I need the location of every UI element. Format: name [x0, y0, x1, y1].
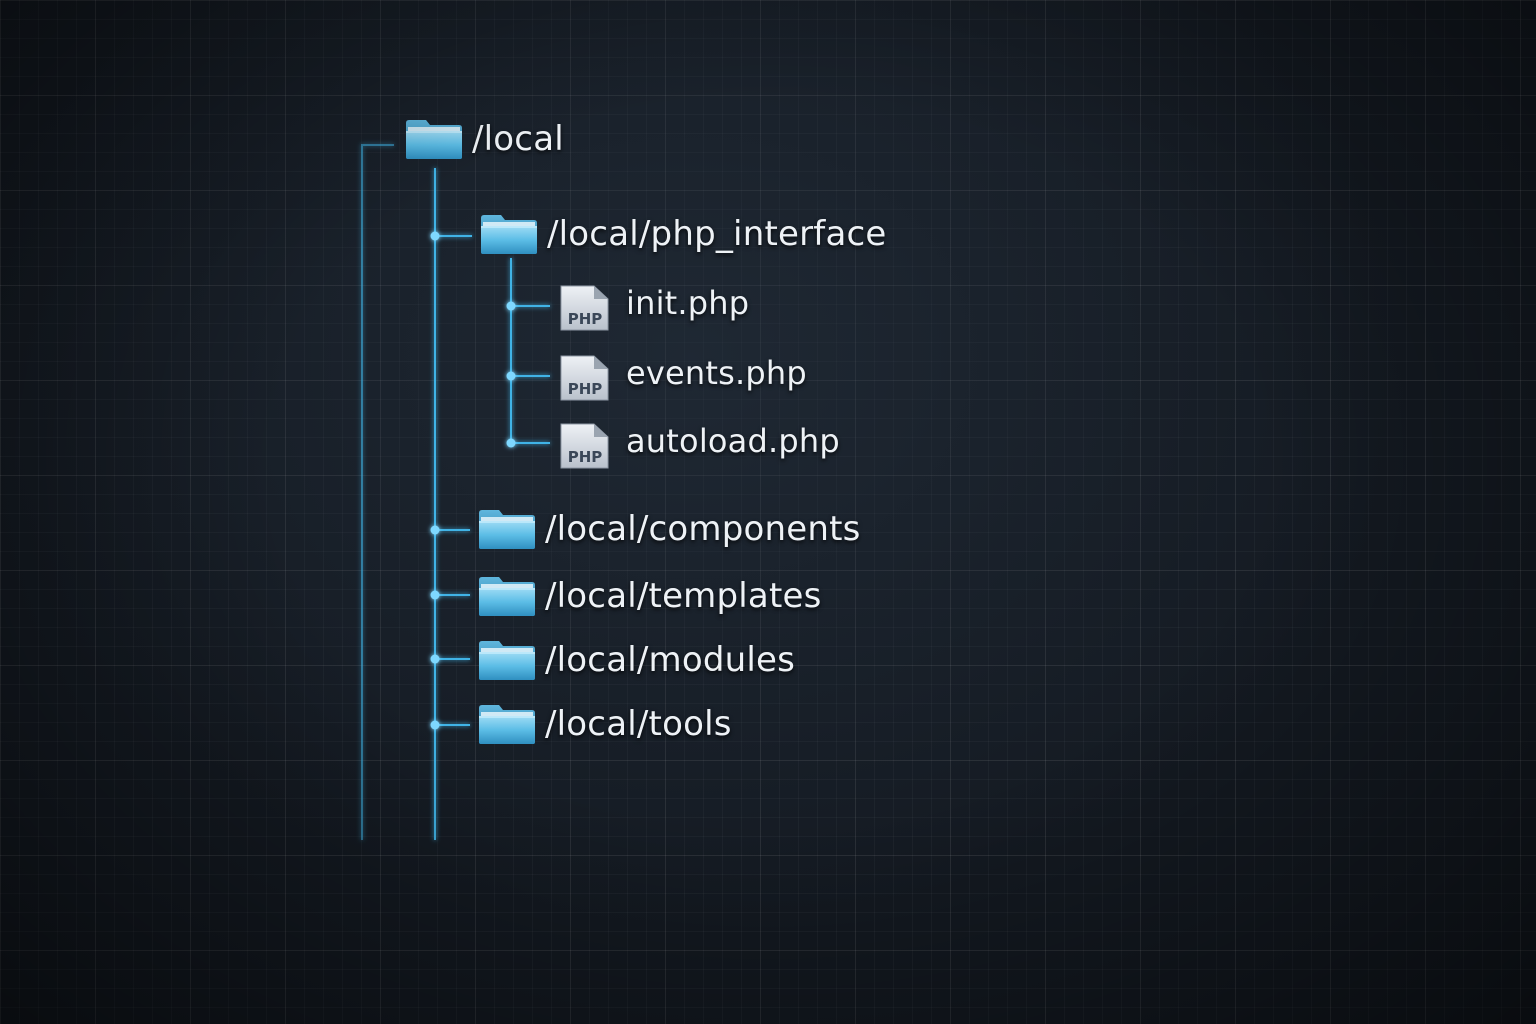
- tree-node-root[interactable]: /local: [404, 117, 564, 161]
- folder-icon: [404, 117, 464, 161]
- junction-dot: [506, 371, 516, 381]
- tree-node-label: /local/templates: [545, 576, 822, 616]
- tree-node-label: /local/tools: [545, 704, 732, 744]
- junction-dot: [430, 231, 440, 241]
- tree-file-autoload[interactable]: PHP autoload.php: [558, 422, 840, 470]
- junction-dot: [506, 438, 516, 448]
- junction-dot: [430, 654, 440, 664]
- folder-icon: [477, 507, 537, 551]
- folder-icon: [477, 638, 537, 682]
- junction-dot: [430, 590, 440, 600]
- root-bracket-line: [361, 144, 394, 840]
- tree-node-label: /local/php_interface: [547, 214, 887, 254]
- tree-file-init[interactable]: PHP init.php: [558, 284, 749, 332]
- tree-node-tools[interactable]: /local/tools: [477, 702, 732, 746]
- folder-icon: [477, 702, 537, 746]
- tree-file-label: autoload.php: [626, 422, 840, 460]
- tree-node-label: /local: [472, 119, 564, 159]
- tree-node-label: /local/components: [545, 509, 861, 549]
- tree-file-events[interactable]: PHP events.php: [558, 354, 807, 402]
- php-file-icon: PHP: [558, 354, 610, 402]
- tree-node-components[interactable]: /local/components: [477, 507, 861, 551]
- tree-node-label: /local/modules: [545, 640, 796, 680]
- tree-node-templates[interactable]: /local/templates: [477, 574, 822, 618]
- tree-node-php-interface[interactable]: /local/php_interface: [479, 212, 886, 256]
- tree-file-label: init.php: [626, 284, 750, 322]
- tree-node-modules[interactable]: /local/modules: [477, 638, 795, 682]
- php-badge-text: PHP: [568, 380, 603, 398]
- php-badge-text: PHP: [568, 448, 603, 466]
- folder-icon: [477, 574, 537, 618]
- junction-dot: [430, 525, 440, 535]
- junction-dot: [430, 720, 440, 730]
- tree-file-label: events.php: [626, 354, 807, 392]
- php-file-icon: PHP: [558, 284, 610, 332]
- php-file-icon: PHP: [558, 422, 610, 470]
- folder-icon: [479, 212, 539, 256]
- junction-dot: [506, 301, 516, 311]
- php-badge-text: PHP: [568, 310, 603, 328]
